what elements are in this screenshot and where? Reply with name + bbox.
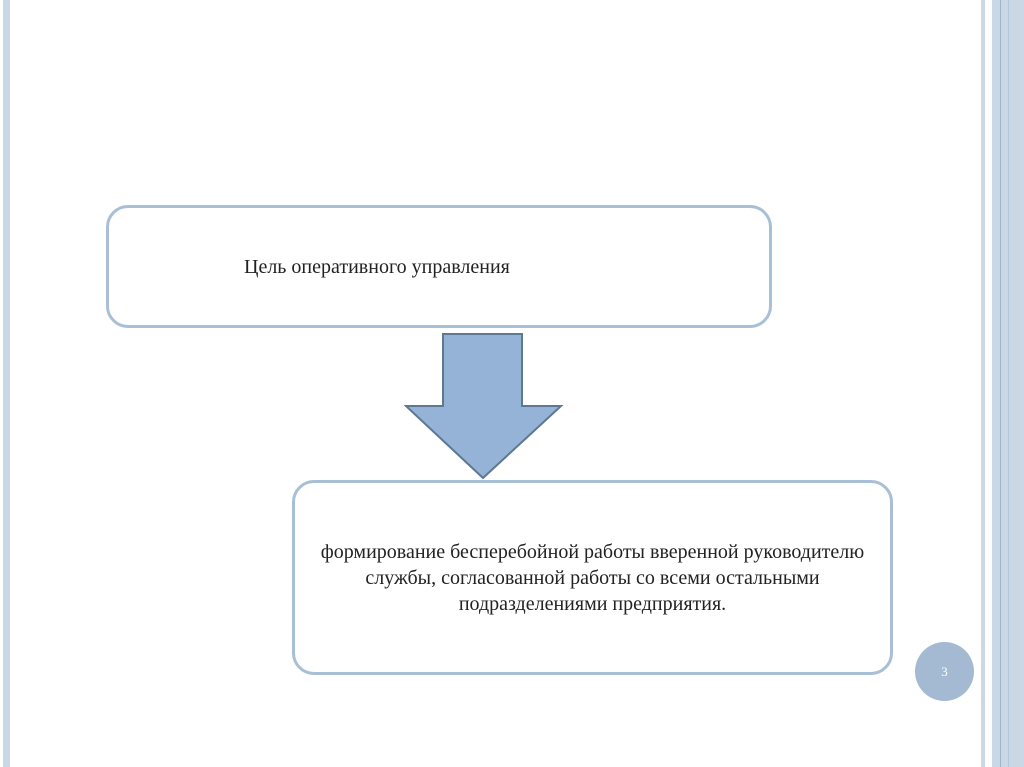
page-number: 3: [915, 642, 974, 701]
goal-title: Цель оперативного управления: [244, 255, 510, 278]
right-band-line: [1008, 0, 1009, 767]
left-stripe: [3, 0, 10, 767]
right-band-line: [1000, 0, 1001, 767]
right-stripe: [981, 0, 985, 767]
goal-title-box: Цель оперативного управления: [106, 205, 772, 328]
down-arrow-icon: [404, 333, 564, 480]
goal-text-box: формирование бесперебойной работы вверен…: [292, 480, 893, 675]
goal-text: формирование бесперебойной работы вверен…: [320, 540, 865, 615]
